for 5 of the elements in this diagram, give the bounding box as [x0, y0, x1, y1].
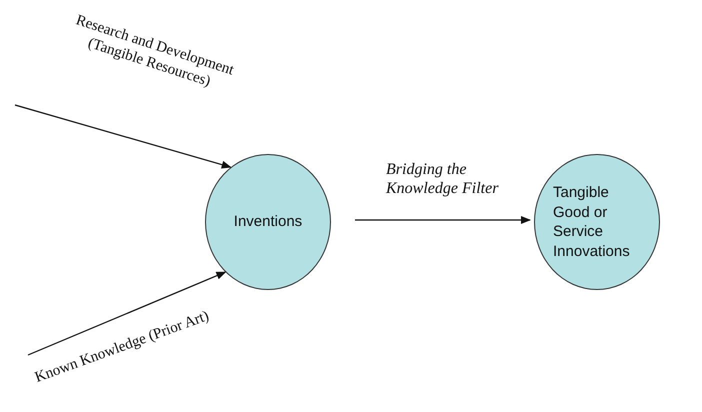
- arrow: [14, 104, 232, 169]
- node-label: Inventions: [234, 212, 302, 232]
- arrow: [355, 216, 531, 224]
- node-label: Tangible Good or Service Innovations: [553, 183, 631, 261]
- arrow: [28, 272, 226, 356]
